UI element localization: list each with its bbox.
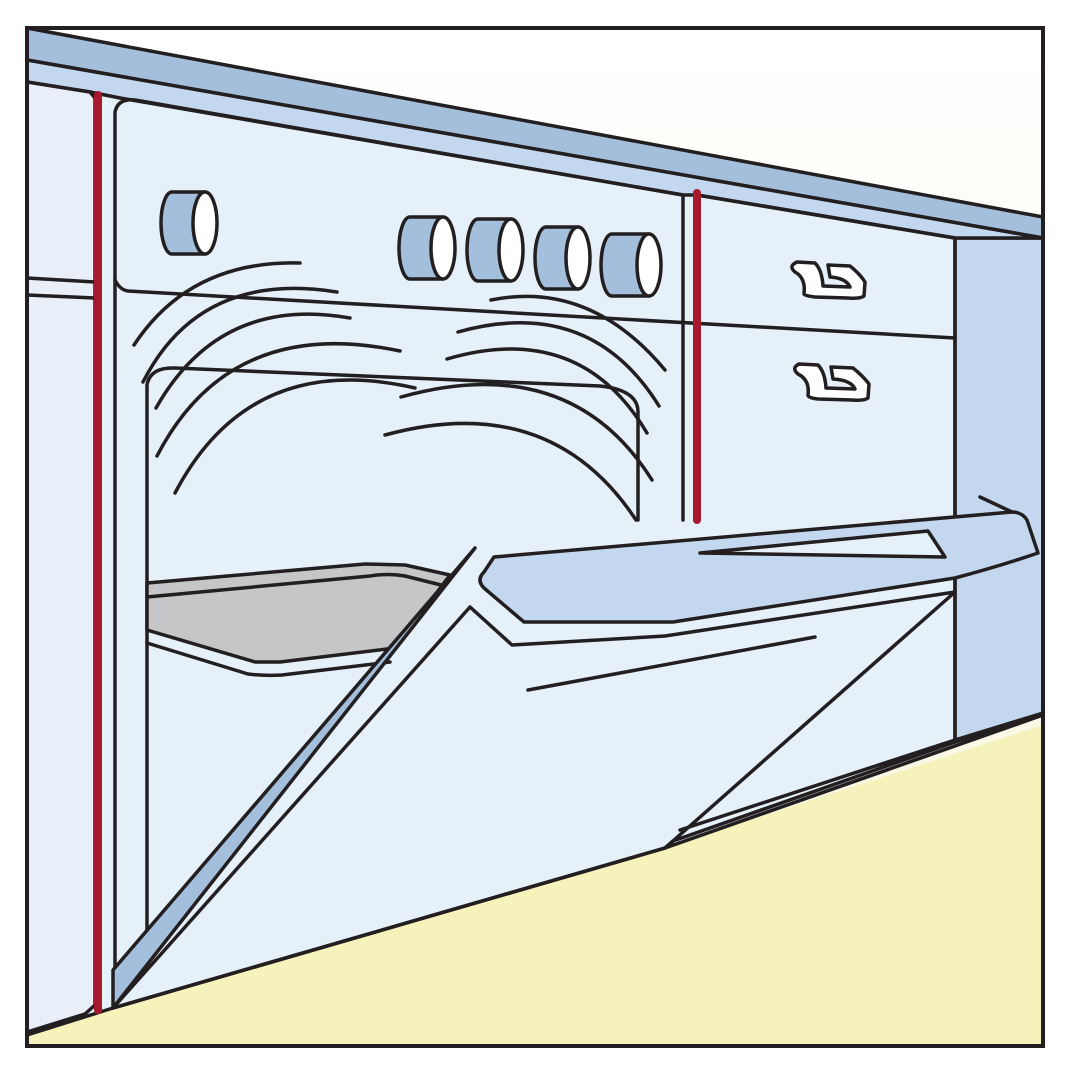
door-window: [526, 635, 817, 692]
knobs: [159, 190, 663, 298]
knob-face: [191, 190, 219, 256]
tray-rim: [145, 572, 447, 678]
knob-face: [497, 217, 525, 283]
rack-hook-lower: [793, 362, 871, 402]
side-panel: [953, 236, 1045, 744]
knob-face: [429, 215, 457, 281]
heat-waves: [132, 261, 667, 522]
floor: [27, 725, 1043, 1046]
door-top-edge: [978, 495, 1014, 514]
knob-face: [564, 225, 592, 291]
frame-border: [25, 26, 1045, 1048]
rack-hook-upper: [790, 260, 867, 300]
left-panel: [25, 80, 97, 1034]
knob-face: [635, 232, 663, 298]
door-bottom-edge: [111, 711, 1045, 1010]
oven-door-frame: [111, 546, 477, 1010]
inner-cavity: [145, 366, 640, 932]
handle-slot: [698, 529, 947, 559]
rack-supports: [25, 276, 957, 340]
